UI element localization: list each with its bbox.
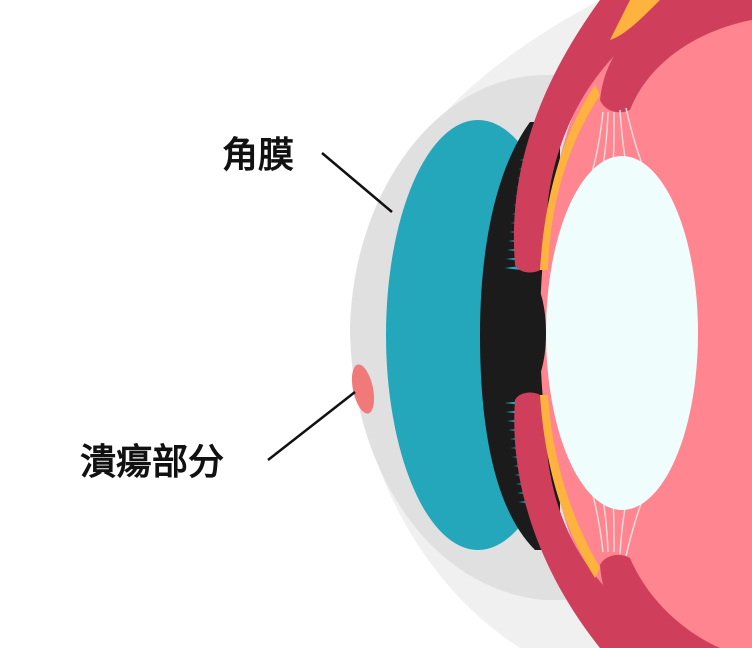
orange-band-upper xyxy=(540,85,600,270)
pupil xyxy=(508,276,546,390)
orange-band-lower xyxy=(540,395,600,578)
sclera-ring-lower xyxy=(514,392,690,648)
ulcer-leader-line xyxy=(267,391,356,461)
ulcer-label: 潰瘍部分 xyxy=(80,442,225,483)
ciliary-body-lower xyxy=(600,554,720,648)
ulcer-spot xyxy=(351,364,375,414)
cornea-label: 角膜 xyxy=(222,135,295,176)
ciliary-body-upper xyxy=(600,0,752,113)
sclera-ring xyxy=(513,0,690,273)
cornea-leader-line xyxy=(321,152,393,213)
orange-band-top xyxy=(610,0,660,40)
lens xyxy=(546,156,698,510)
